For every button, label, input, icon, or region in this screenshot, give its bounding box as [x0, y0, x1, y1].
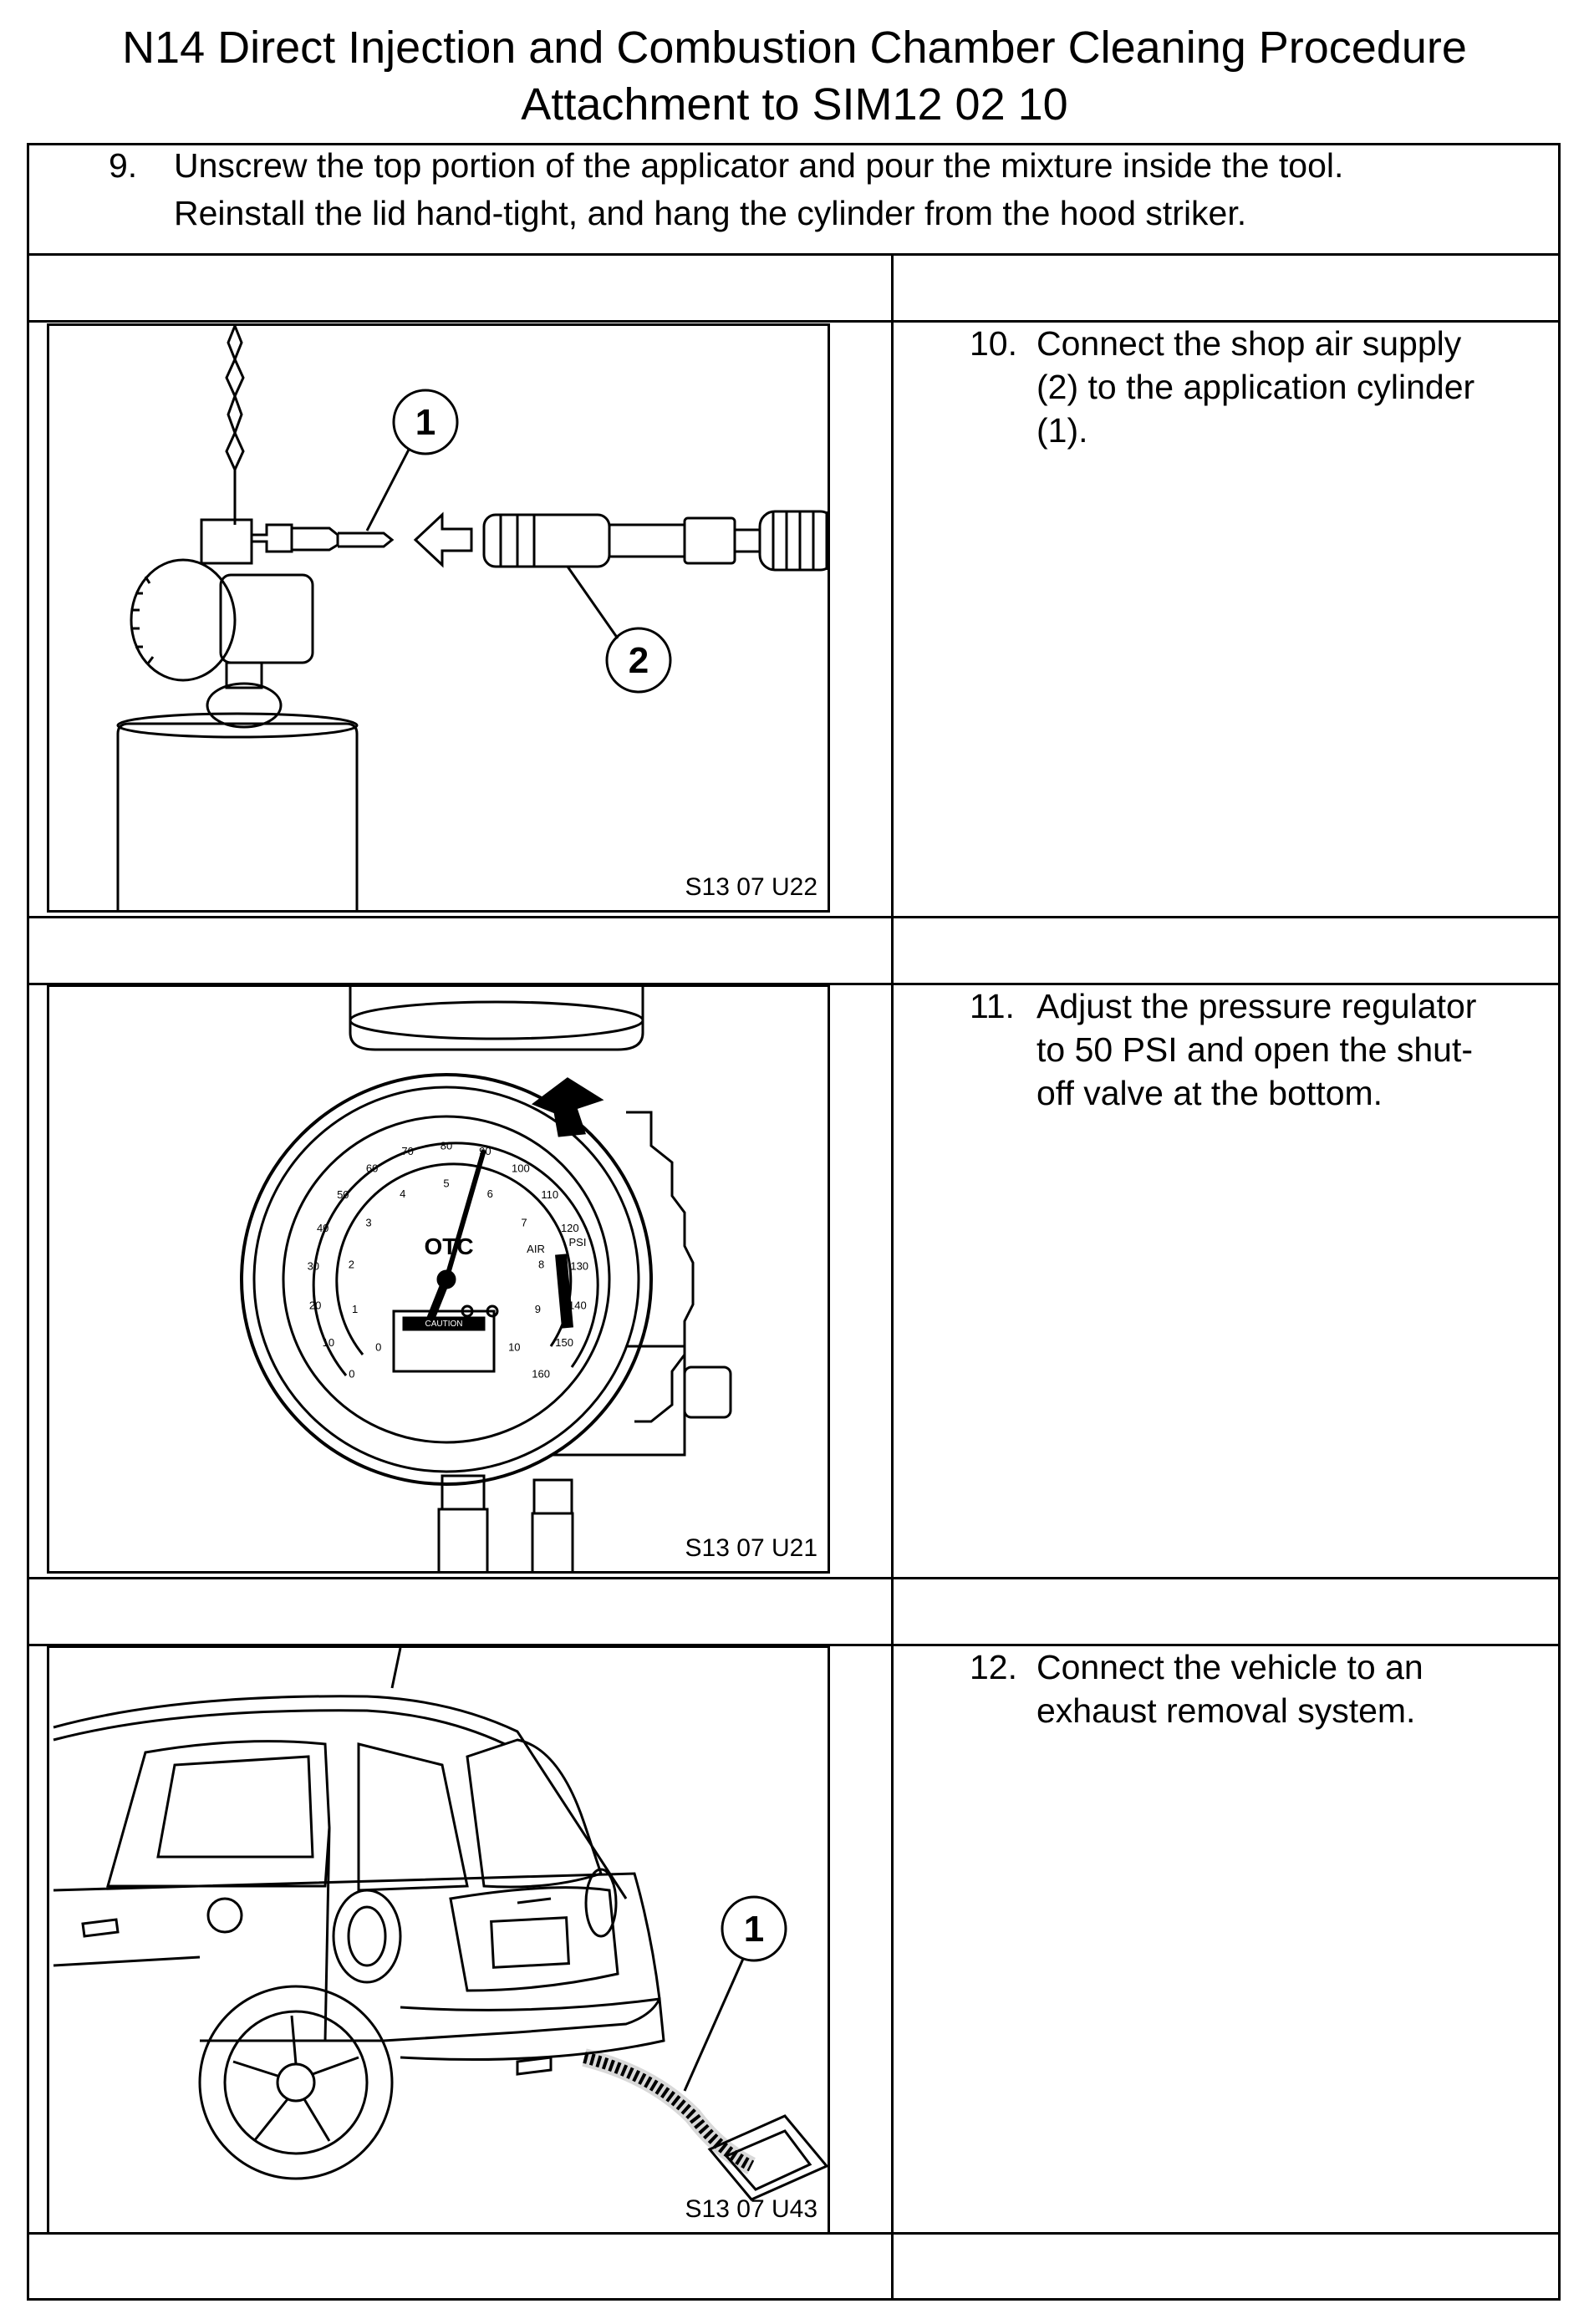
- table-divider: [27, 1577, 1561, 1579]
- step-number: 10.: [970, 324, 1017, 363]
- vehicle-exhaust-illustration: 1: [53, 1648, 828, 2201]
- step-number: 9.: [109, 146, 138, 185]
- document-subtitle: Attachment to SIM12 02 10: [521, 79, 1068, 130]
- figure-code: S13 07 U21: [685, 1534, 817, 1562]
- table-divider: [27, 983, 1561, 985]
- callout-1: 1: [744, 1909, 764, 1950]
- gauge-psi-tick-label: 160: [532, 1368, 550, 1381]
- gauge-bar-tick-label: 0: [375, 1341, 381, 1354]
- gauge-psi-tick-label: 60: [366, 1162, 378, 1174]
- gauge-brand: OTC: [424, 1233, 473, 1259]
- step-text-line: Adjust the pressure regulator: [1036, 987, 1477, 1025]
- step-text-line: Reinstall the lid hand-tight, and hang t…: [174, 194, 1247, 232]
- gauge-unit-air: AIR: [527, 1243, 545, 1255]
- callout-1: 1: [415, 402, 435, 443]
- step-text-line: Connect the shop air supply: [1036, 324, 1462, 363]
- gauge-bar-tick-label: 7: [521, 1217, 527, 1229]
- gauge-bar-tick-label: 6: [487, 1187, 493, 1200]
- gauge-psi-tick-label: 70: [401, 1145, 413, 1157]
- table-divider: [27, 253, 1561, 256]
- step-text-line: Unscrew the top portion of the applicato…: [174, 146, 1344, 185]
- gauge-psi-tick-label: 80: [441, 1139, 452, 1152]
- step-text-line: Connect the vehicle to an: [1036, 1648, 1423, 1686]
- document-title: N14 Direct Injection and Combustion Cham…: [122, 23, 1467, 73]
- gauge-bar-tick-label: 3: [365, 1217, 371, 1229]
- step-text-line: exhaust removal system.: [1036, 1691, 1416, 1730]
- gauge-psi-tick-label: 150: [555, 1336, 573, 1349]
- gauge-psi-tick-label: 140: [568, 1299, 587, 1312]
- figure-exhaust-removal: 1 S13 07 U43: [47, 1645, 830, 2235]
- callout-2: 2: [629, 640, 649, 681]
- gauge-psi-tick-label: 100: [512, 1162, 530, 1174]
- gauge-psi-tick-label: 20: [309, 1299, 321, 1312]
- table-column-divider: [891, 253, 894, 2301]
- table-divider: [27, 1644, 1561, 1646]
- figure-air-connection: 1 2 S13 07 U22: [47, 323, 830, 913]
- gauge-bar-tick-label: 2: [349, 1258, 354, 1270]
- step-number: 11.: [970, 987, 1015, 1025]
- step-text-line: (2) to the application cylinder: [1036, 368, 1475, 406]
- procedure-table: [27, 143, 1561, 2301]
- gauge-unit-psi: PSI: [569, 1236, 587, 1248]
- gauge-psi-tick-label: 120: [561, 1222, 579, 1234]
- gauge-caution-label: CAUTION: [425, 1320, 463, 1329]
- gauge-psi-tick-label: 10: [323, 1336, 334, 1349]
- gauge-psi-tick-label: 40: [317, 1222, 328, 1234]
- step-text-line: to 50 PSI and open the shut-: [1036, 1030, 1473, 1069]
- gauge-bar-tick-label: 5: [443, 1177, 449, 1189]
- table-divider: [27, 320, 1561, 323]
- gauge-psi-tick-label: 30: [308, 1260, 319, 1273]
- gauge-bar-tick-label: 10: [508, 1341, 520, 1354]
- gauge-bar-tick-label: 4: [400, 1187, 405, 1200]
- gauge-psi-tick-label: 110: [541, 1188, 558, 1201]
- step-text-line: (1).: [1036, 411, 1088, 450]
- figure-code: S13 07 U22: [685, 873, 817, 901]
- gauge-psi-tick-label: 130: [570, 1260, 588, 1273]
- table-divider: [27, 916, 1561, 918]
- air-connection-illustration: 1 2: [116, 326, 828, 910]
- gauge-bar-scale: 0 1 2 3 4 5 6 7 8 9 10: [349, 1177, 544, 1353]
- gauge-psi-tick-label: 0: [349, 1368, 354, 1381]
- gauge-bar-tick-label: 1: [352, 1303, 358, 1315]
- step-text-line: off valve at the bottom.: [1036, 1074, 1383, 1112]
- gauge-bar-tick-label: 8: [538, 1258, 544, 1270]
- figure-code: S13 07 U43: [685, 2195, 817, 2223]
- gauge-psi-tick-label: 50: [337, 1188, 349, 1201]
- gauge-psi-tick-label: 90: [479, 1145, 491, 1157]
- gauge-bar-tick-label: 9: [535, 1303, 541, 1315]
- step-number: 12.: [970, 1648, 1017, 1686]
